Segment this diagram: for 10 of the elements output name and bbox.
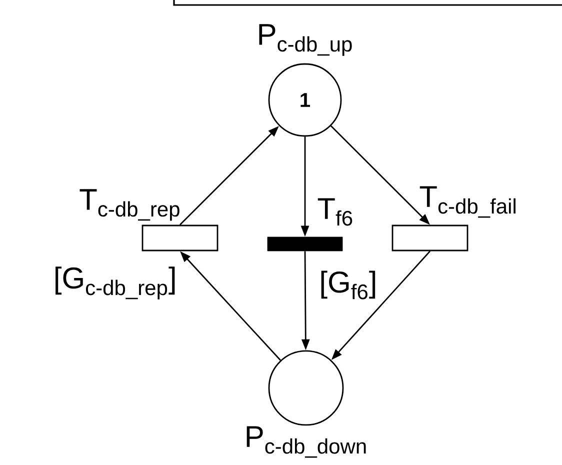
node-label: P$_{c-db_down}$ bbox=[246, 426, 366, 458]
place-circle bbox=[268, 350, 344, 426]
node-label: [G$_{f6}$] bbox=[321, 270, 376, 300]
node-label: [G$_{c-db_rep}$] bbox=[56, 266, 175, 300]
transition-box bbox=[392, 224, 468, 252]
node-label: T$_{f6}$ bbox=[318, 198, 352, 226]
transition-box bbox=[142, 224, 218, 252]
node-label: T$_{c-db_rep}$ bbox=[80, 189, 180, 221]
node-label: T$_{c-db_fail}$ bbox=[420, 186, 516, 218]
node-label: P$_{c-db_up}$ bbox=[259, 24, 352, 56]
